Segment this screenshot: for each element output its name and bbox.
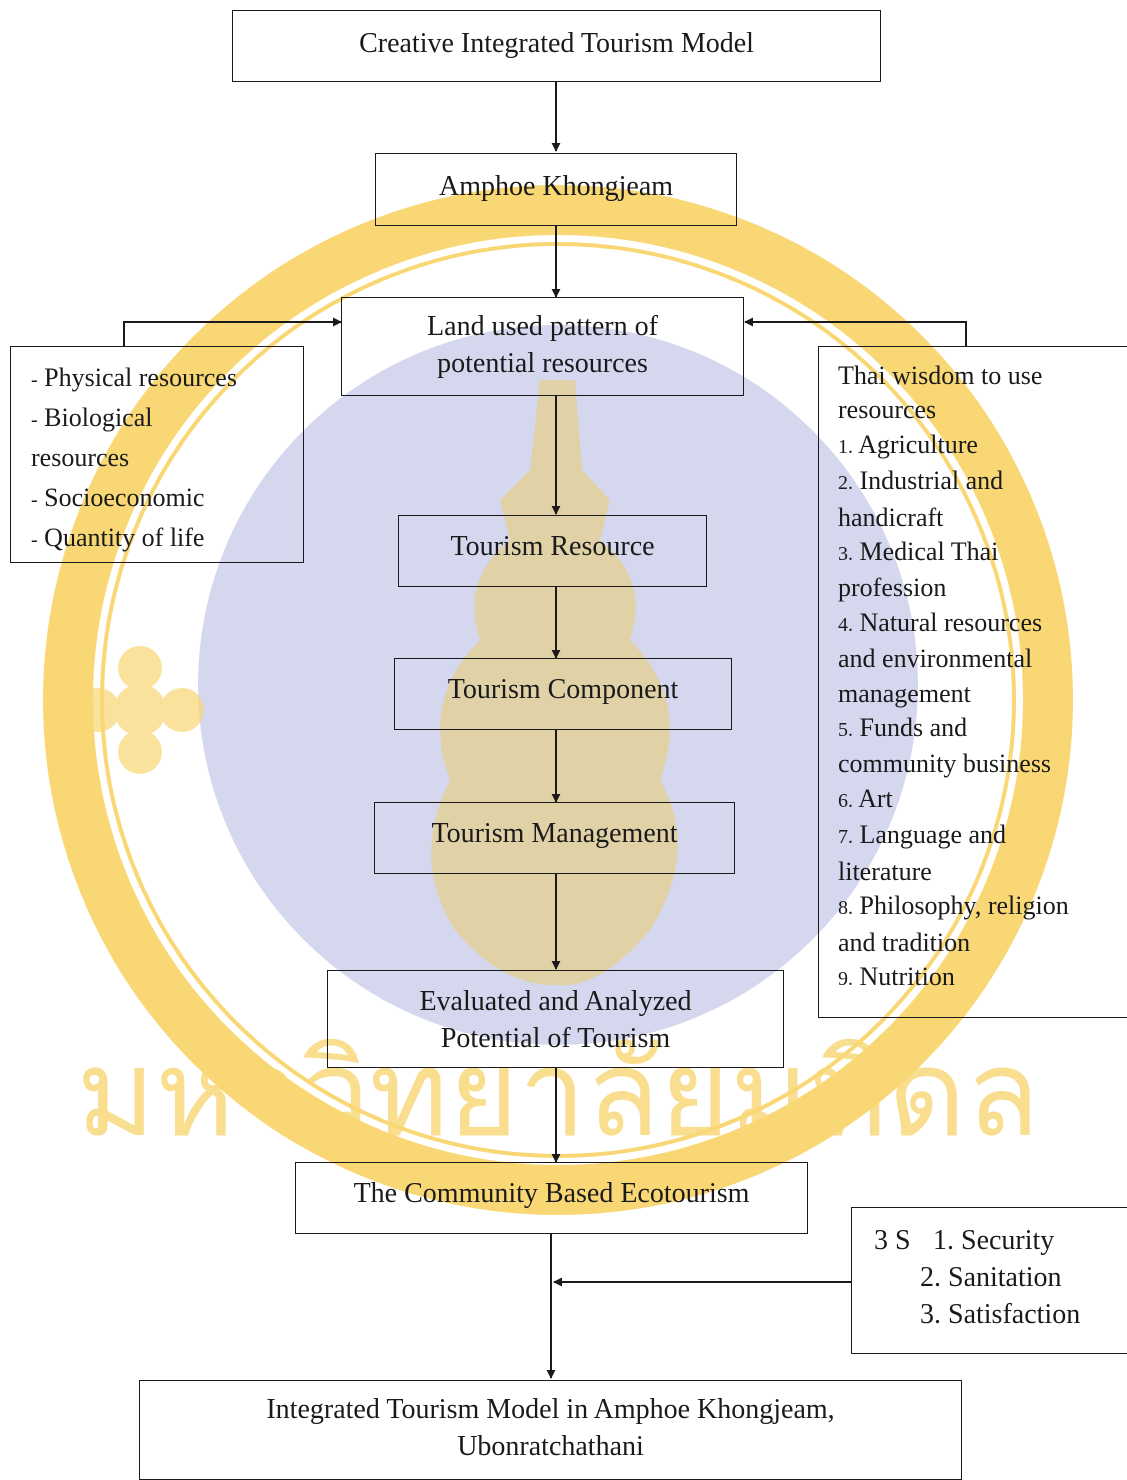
wisdom-item: management — [838, 678, 971, 708]
wisdom-item: 2. Industrial and — [838, 466, 1004, 496]
connector-right-to-landuse — [744, 317, 967, 346]
thai-wisdom-title-1: Thai wisdom to use — [838, 361, 1043, 390]
evaluated-analyzed-box: Evaluated and Analyzed Potential of Tour… — [327, 970, 784, 1068]
tourism-management-box: Tourism Management — [374, 802, 735, 874]
amphoe-khongjeam-box: Amphoe Khongjeam — [375, 153, 737, 226]
community-based-ecotourism-box: The Community Based Ecotourism — [295, 1162, 808, 1234]
land-use-line-2: potential resources — [437, 348, 648, 379]
wisdom-item: handicraft — [838, 502, 944, 532]
left-item-2-cont: resources — [31, 443, 130, 472]
wisdom-item: 1. Agriculture — [838, 429, 978, 459]
left-item-2: - Biological — [31, 403, 153, 432]
wisdom-item: and tradition — [838, 927, 971, 957]
land-used-pattern-box: Land used pattern of potential resources — [341, 297, 744, 396]
integrated-tourism-model-box: Integrated Tourism Model in Amphoe Khong… — [139, 1380, 962, 1480]
tourism-resource-label: Tourism Resource — [450, 531, 655, 562]
left-item-1: - Physical resources — [31, 363, 237, 392]
tourism-component-box: Tourism Component — [394, 658, 732, 730]
cbet-label: The Community Based Ecotourism — [353, 1178, 750, 1209]
connector-left-to-landuse — [123, 317, 342, 347]
tourism-management-label: Tourism Management — [431, 818, 678, 849]
wisdom-item: and environmental — [838, 644, 1033, 674]
three-s-item-2: 2. Sanitation — [920, 1262, 1062, 1293]
three-s-item-3: 3. Satisfaction — [920, 1299, 1081, 1330]
tourism-component-label: Tourism Component — [447, 674, 679, 705]
land-use-line-1: Land used pattern of — [427, 311, 658, 342]
integrated-line-2: Ubonratchathani — [457, 1431, 644, 1462]
wisdom-item: 4. Natural resources — [838, 607, 1043, 637]
creative-model-label: Creative Integrated Tourism Model — [359, 28, 754, 59]
integrated-line-1: Integrated Tourism Model in Amphoe Khong… — [266, 1394, 835, 1425]
resources-factors-box: - Physical resources - Biological resour… — [10, 346, 304, 563]
wisdom-item: 7. Language and — [838, 820, 1007, 850]
flower-ornament-icon — [76, 646, 204, 774]
thai-wisdom-box: Thai wisdom to use resources 1. Agricult… — [818, 346, 1127, 1018]
wisdom-item: profession — [838, 573, 947, 603]
creative-integrated-tourism-model-box: Creative Integrated Tourism Model — [232, 10, 881, 82]
wisdom-item: 5. Funds and — [838, 713, 968, 743]
wisdom-item: 9. Nutrition — [838, 961, 955, 991]
wisdom-item: 6. Art — [838, 783, 893, 813]
wisdom-item: literature — [838, 856, 932, 886]
tourism-resource-box: Tourism Resource — [398, 515, 707, 587]
left-item-4: - Quantity of life — [31, 523, 205, 552]
wisdom-item: 8. Philosophy, religion — [838, 891, 1069, 921]
amphoe-label: Amphoe Khongjeam — [438, 171, 674, 202]
thai-wisdom-title-2: resources — [838, 395, 937, 425]
left-item-3: - Socioeconomic — [31, 483, 205, 512]
three-s-item-1: 1. Security — [933, 1225, 1055, 1256]
evaluated-line-2: Potential of Tourism — [440, 1023, 671, 1054]
wisdom-item: 3. Medical Thai — [838, 537, 999, 567]
evaluated-line-1: Evaluated and Analyzed — [419, 986, 692, 1017]
three-s-prefix: 3 S — [874, 1225, 911, 1256]
three-s-box: 3 S 1. Security 2. Sanitation 3. Satisfa… — [851, 1207, 1127, 1354]
wisdom-item: community business — [838, 749, 1052, 779]
